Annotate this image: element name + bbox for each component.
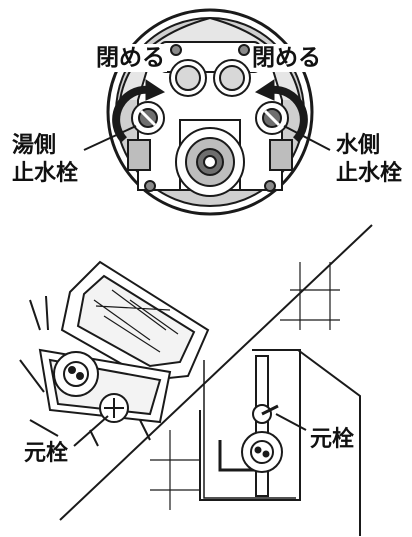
indoor-meter-scene <box>150 262 361 536</box>
outdoor-valve-leader-line <box>73 415 109 447</box>
hot-stop-valve-label: 湯側 止水栓 <box>10 132 81 188</box>
cold-stop-valve-label: 水側 止水栓 <box>334 132 405 188</box>
close-direction-arrows <box>112 79 308 143</box>
hot-valve-leader-line <box>83 125 137 151</box>
close-right-label: 閉める <box>250 44 323 72</box>
outdoor-meter-box <box>19 260 210 447</box>
scene-divider-line <box>59 224 373 521</box>
indoor-valve-leader-line <box>275 413 307 431</box>
close-left-label: 閉める <box>94 44 167 72</box>
outdoor-main-valve-label: 元栓 <box>22 440 71 468</box>
indoor-main-valve-label: 元栓 <box>308 426 357 454</box>
cold-valve-leader-line <box>283 125 331 151</box>
faucet-base-diagram <box>106 8 314 216</box>
